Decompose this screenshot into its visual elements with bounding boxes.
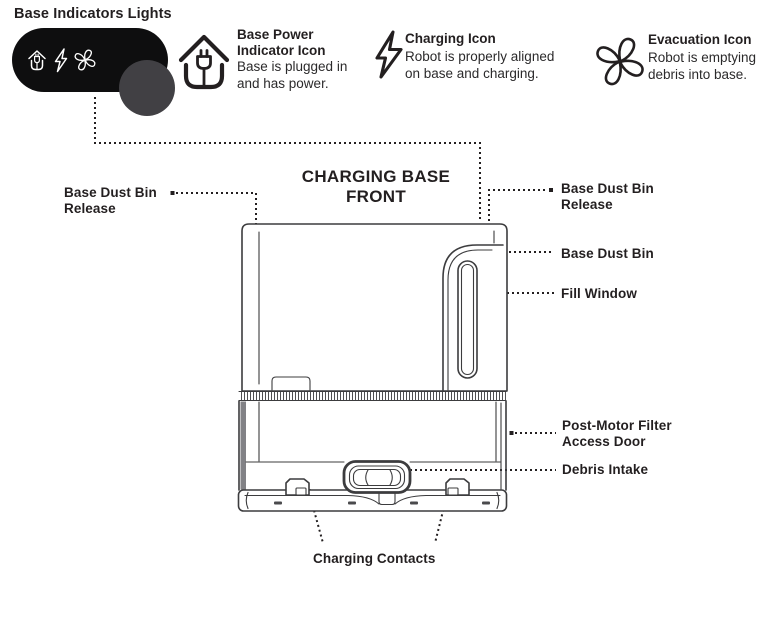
leader-right-release <box>488 189 548 221</box>
label-post-motor-filter-access-door: Post-Motor Filter Access Door <box>562 418 672 450</box>
label-line: Release <box>64 201 116 216</box>
fan-icon <box>596 37 644 86</box>
leader-left-release <box>176 192 257 224</box>
label-line: Post-Motor Filter <box>562 418 672 433</box>
legend-title-evacuation: Evacuation Icon <box>648 32 752 48</box>
legend-desc-line: Base is plugged in <box>237 59 348 74</box>
indicator-light <box>119 60 175 116</box>
label-line: Fill Window <box>561 286 637 301</box>
leader-lines <box>94 97 556 544</box>
debris-intake-outline <box>342 460 412 494</box>
fan-icon <box>74 49 96 71</box>
label-fill-window: Fill Window <box>561 286 637 302</box>
label-line: Base Dust Bin <box>64 185 157 200</box>
house-plug-icon <box>28 50 46 71</box>
label-line: Base Dust Bin <box>561 246 654 261</box>
label-line: Debris Intake <box>562 462 649 477</box>
label-line: Base Dust Bin <box>561 181 654 196</box>
label-line: Access Door <box>562 434 646 449</box>
label-line: Charging Contacts <box>313 551 436 566</box>
leader-contact-right <box>434 494 448 544</box>
diagram-title-line: CHARGING BASE <box>301 167 451 186</box>
legend-desc-line: on base and charging. <box>405 65 539 81</box>
charging-base-front-drawing <box>237 223 508 512</box>
legend-title-line: Evacuation Icon <box>648 32 752 47</box>
base-indicator-panel <box>12 28 175 116</box>
legend-title-base-power: Base Power Indicator Icon <box>237 27 326 59</box>
fill-window-outline <box>457 260 478 379</box>
leader-base-indicators <box>94 97 481 222</box>
charging-contact-right <box>445 478 470 496</box>
label-line: Release <box>561 197 613 212</box>
diagram-title-line: FRONT <box>345 186 407 206</box>
label-base-dust-bin: Base Dust Bin <box>561 246 654 262</box>
label-debris-intake: Debris Intake <box>562 462 648 478</box>
charging-contact-left <box>285 478 310 496</box>
legend-desc-base-power: Base is plugged in and has power. <box>237 59 347 92</box>
base-upper-body <box>241 223 508 392</box>
base-lower-body <box>238 400 507 491</box>
legend-title-line: Base Power <box>237 27 314 42</box>
legend-title-charging: Charging Icon <box>405 31 496 47</box>
page-title: Base Indicators Lights <box>14 6 172 22</box>
legend-desc-charging: Robot is properly aligned on base and ch… <box>405 49 554 82</box>
house-plug-icon <box>178 34 230 90</box>
label-left-base-dust-bin-release: Base Dust Bin Release <box>64 185 157 217</box>
latch-tab <box>271 376 311 391</box>
legend-title-line: Indicator Icon <box>237 43 326 58</box>
label-charging-contacts: Charging Contacts <box>313 551 435 567</box>
base-dust-bin-outline <box>442 244 504 391</box>
lightning-icon <box>54 48 68 73</box>
legend-desc-line: and has power. <box>237 75 329 91</box>
label-right-base-dust-bin-release: Base Dust Bin Release <box>561 181 654 213</box>
legend-desc-evacuation: Robot is emptying debris into base. <box>648 50 756 83</box>
seam-strip <box>238 390 507 402</box>
legend-desc-line: debris into base. <box>648 66 748 82</box>
leader-contact-left <box>309 495 324 544</box>
indicator-icons <box>28 48 96 73</box>
legend-desc-line: Robot is emptying <box>648 50 757 65</box>
lightning-icon <box>375 30 403 79</box>
diagram-title: CHARGING BASE FRONT <box>286 167 466 206</box>
legend-title-line: Charging Icon <box>405 31 496 46</box>
legend-desc-line: Robot is properly aligned <box>405 49 555 64</box>
